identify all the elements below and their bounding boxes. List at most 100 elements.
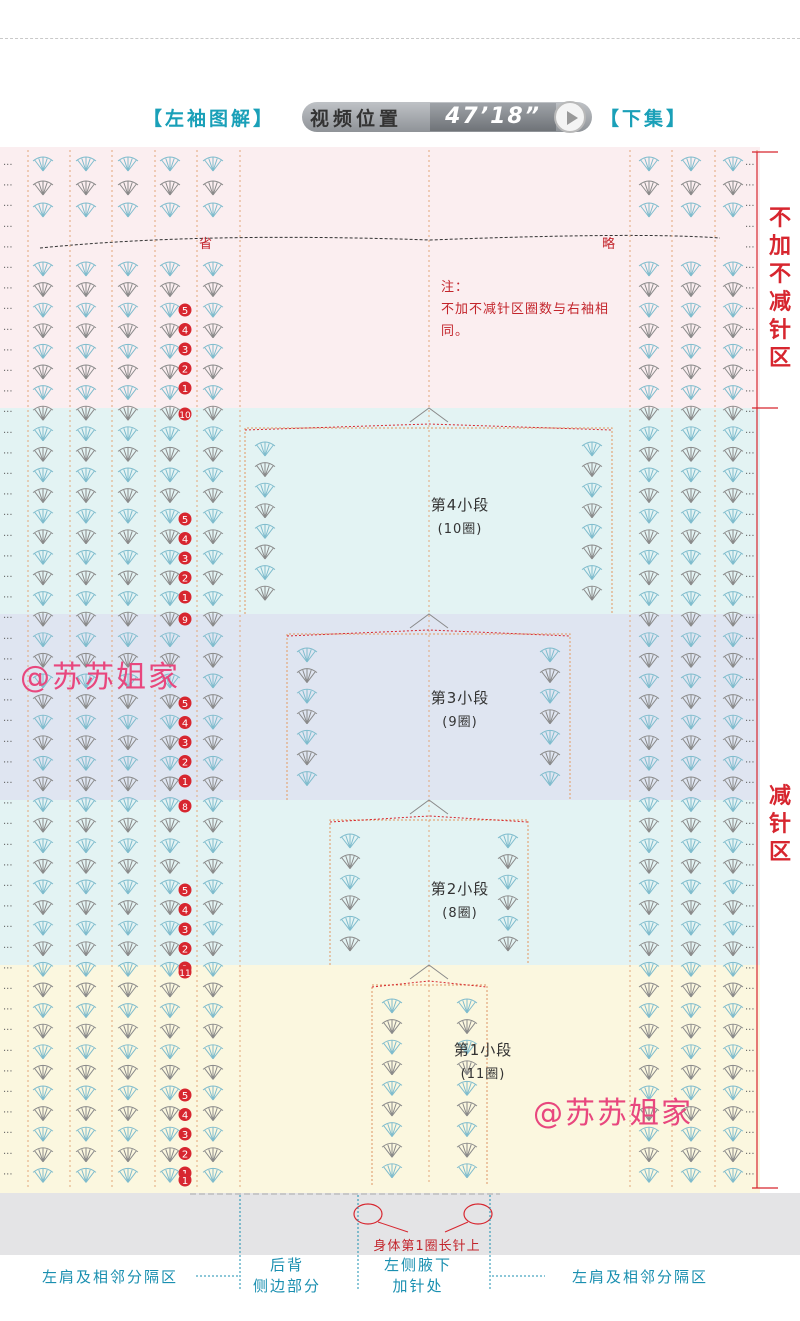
row-leader: ··· (3, 181, 13, 192)
round-total-dot (178, 612, 192, 626)
stitch-fan (202, 858, 224, 874)
stitch-fan (159, 549, 181, 565)
stitch-fan (117, 838, 139, 854)
stitch-fan (722, 858, 744, 874)
play-icon[interactable] (554, 101, 586, 133)
stitch-fan (117, 1167, 139, 1183)
stitch-fan (722, 570, 744, 586)
stitch-fan (638, 652, 660, 668)
stitch-fan (32, 735, 54, 751)
stitch-fan (296, 709, 318, 725)
row-number: 2 (182, 758, 188, 769)
stitch-fan (638, 632, 660, 648)
stitch-fan (381, 1039, 403, 1055)
stitch-fan (32, 591, 54, 606)
stitch-fan (159, 529, 181, 545)
stitch-fan (75, 652, 97, 668)
stitch-fan (202, 1085, 224, 1101)
video-position-label: 视频位置 (310, 108, 403, 130)
stitch-fan (75, 570, 97, 586)
stitch-fan (32, 202, 54, 218)
stitch-fan (75, 364, 97, 380)
back-side-label: 后背 侧边部分 (252, 1256, 321, 1295)
row-leader: ··· (745, 613, 755, 624)
stitch-fan (75, 920, 97, 936)
stitch-fan (32, 570, 54, 586)
stitch-fan (159, 1147, 181, 1163)
stitch-fan (117, 1044, 139, 1060)
row-number: 2 (182, 1150, 188, 1161)
stitch-fan (159, 1106, 181, 1121)
row-leader: ··· (745, 922, 755, 933)
stitch-fan (296, 729, 318, 745)
row-leader: ··· (3, 943, 13, 954)
stitch-fan (117, 385, 139, 400)
stitch-fan (202, 941, 224, 957)
stitch-fan (680, 694, 702, 709)
stitch-fan (722, 920, 744, 936)
row-number: 1 (182, 1176, 188, 1187)
row-leader: ··· (3, 263, 13, 274)
note: 注： 不加不减针区圈数与右袖相同。 (441, 277, 641, 343)
stitch-fan (638, 941, 660, 957)
stitch-fan (638, 156, 660, 172)
stitch-fan (32, 755, 54, 771)
row-leader: ··· (3, 510, 13, 521)
stitch-fan (722, 508, 744, 524)
decrease-peak (409, 407, 449, 423)
row-number-dot (178, 532, 192, 545)
stitch-fan (159, 467, 181, 483)
stitch-fan (722, 1064, 744, 1080)
stitch-fan (638, 1147, 660, 1163)
stitch-fan (117, 858, 139, 874)
row-leader: ··· (745, 428, 755, 439)
stitch-fan (202, 591, 224, 606)
stitch-fan (159, 982, 181, 998)
row-leader: ··· (745, 902, 755, 913)
stitch-fan (680, 570, 702, 586)
section-4-rounds: (10圈) (437, 522, 483, 537)
stitch-fan (680, 673, 702, 689)
stitch-fan (339, 936, 361, 952)
stitch-fan (117, 1126, 139, 1142)
row-leader: ··· (3, 675, 13, 686)
stitch-fan (75, 426, 97, 442)
stitch-fan (497, 895, 519, 911)
stitch-fan (159, 364, 181, 380)
stitch-fan (722, 1147, 744, 1163)
section-1-rounds: (11圈) (460, 1067, 506, 1082)
stitch-fan (581, 585, 603, 601)
stitch-fan (32, 364, 54, 380)
stitch-fan (159, 714, 181, 730)
stitch-fan (32, 961, 54, 977)
stitch-fan (680, 1167, 702, 1183)
stitch-fan (32, 1064, 54, 1080)
stitch-fan (680, 202, 702, 218)
stitch-fan (456, 1122, 478, 1137)
row-leader: ··· (745, 490, 755, 501)
stitch-fan (117, 508, 139, 524)
stitch-fan (75, 1085, 97, 1101)
row-leader: ··· (3, 922, 13, 933)
section-top-line (371, 980, 488, 988)
stitch-fan (456, 1080, 478, 1096)
round-total-dot (178, 407, 192, 421)
row-leader: ··· (745, 634, 755, 645)
episode-label: 【下集】 (600, 108, 689, 130)
section-3-rounds: (9圈) (442, 715, 478, 730)
stitch-fan (202, 364, 224, 380)
stitch-fan (722, 529, 744, 545)
stitch-fan (32, 508, 54, 524)
row-leader: ··· (3, 984, 13, 995)
stitch-fan (32, 488, 54, 503)
stitch-fan (117, 467, 139, 483)
stitch-fan (539, 709, 561, 725)
row-number-dot (178, 551, 192, 565)
stitch-fan (117, 694, 139, 709)
stitch-fan (32, 323, 54, 339)
stitch-fan (722, 261, 744, 277)
stitch-fan (32, 405, 54, 421)
stitch-fan (159, 302, 181, 318)
row-leader: ··· (3, 222, 13, 233)
stitch-fan (75, 776, 97, 792)
